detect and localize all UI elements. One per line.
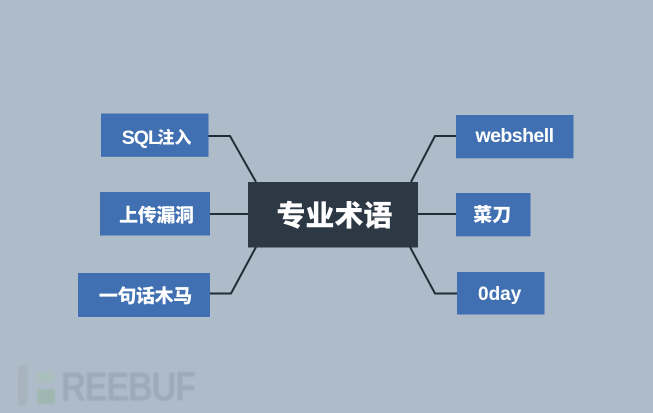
svg-text:SQL: SQL [122, 127, 160, 149]
svg-text:webshell: webshell [475, 125, 554, 147]
svg-text:0day: 0day [478, 284, 522, 305]
svg-text:REEBUF: REEBUF [61, 364, 195, 409]
